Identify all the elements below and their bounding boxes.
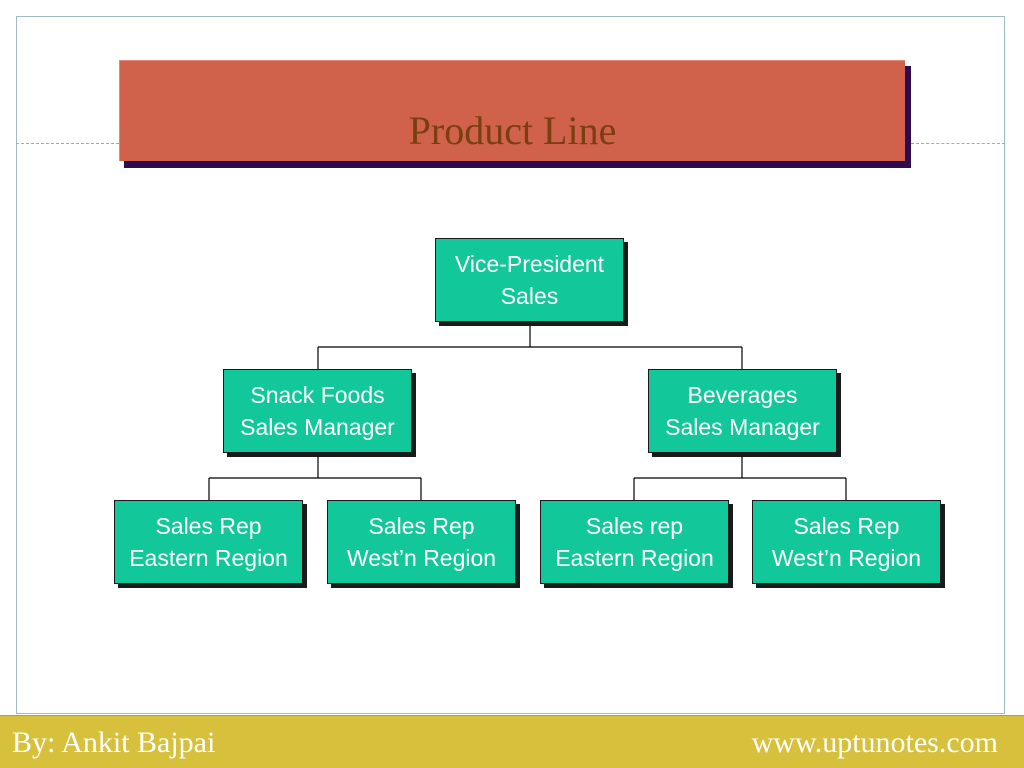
node-sales-rep-beverages-western: Sales Rep West’n Region (752, 500, 941, 584)
node-label-line1: Sales rep (585, 513, 684, 539)
footer-bar: By: Ankit Bajpai www.uptunotes.com (0, 715, 1024, 768)
node-label-line2: Eastern Region (129, 545, 288, 571)
node-vice-president-sales: Vice-President Sales (435, 238, 624, 322)
node-label-line2: Eastern Region (555, 545, 714, 571)
node-label-line1: Vice-President (454, 251, 605, 277)
slide-frame (16, 16, 1005, 714)
node-label-line2: Sales Manager (240, 414, 395, 440)
node-beverages-manager: Beverages Sales Manager (648, 369, 837, 453)
divider-line-right (911, 143, 1005, 144)
divider-line-left (16, 143, 119, 144)
node-label-line1: Sales Rep (155, 513, 262, 539)
slide-title: Product Line (408, 107, 617, 153)
footer-website: www.uptunotes.com (751, 726, 998, 759)
node-label-line2: West’n Region (346, 545, 497, 571)
node-label-line2: West’n Region (771, 545, 922, 571)
node-label-line1: Snack Foods (250, 382, 385, 408)
node-sales-rep-snack-western: Sales Rep West’n Region (327, 500, 516, 584)
node-label-line1: Sales Rep (368, 513, 475, 539)
node-sales-rep-snack-eastern: Sales Rep Eastern Region (114, 500, 303, 584)
node-sales-rep-beverages-eastern: Sales rep Eastern Region (540, 500, 729, 584)
node-label-line2: Sales (500, 283, 559, 309)
footer-author: By: Ankit Bajpai (12, 726, 216, 759)
node-label-line1: Beverages (687, 382, 798, 408)
title-banner: Product Line (119, 60, 905, 161)
node-snack-foods-manager: Snack Foods Sales Manager (223, 369, 412, 453)
node-label-line1: Sales Rep (793, 513, 900, 539)
node-label-line2: Sales Manager (665, 414, 820, 440)
